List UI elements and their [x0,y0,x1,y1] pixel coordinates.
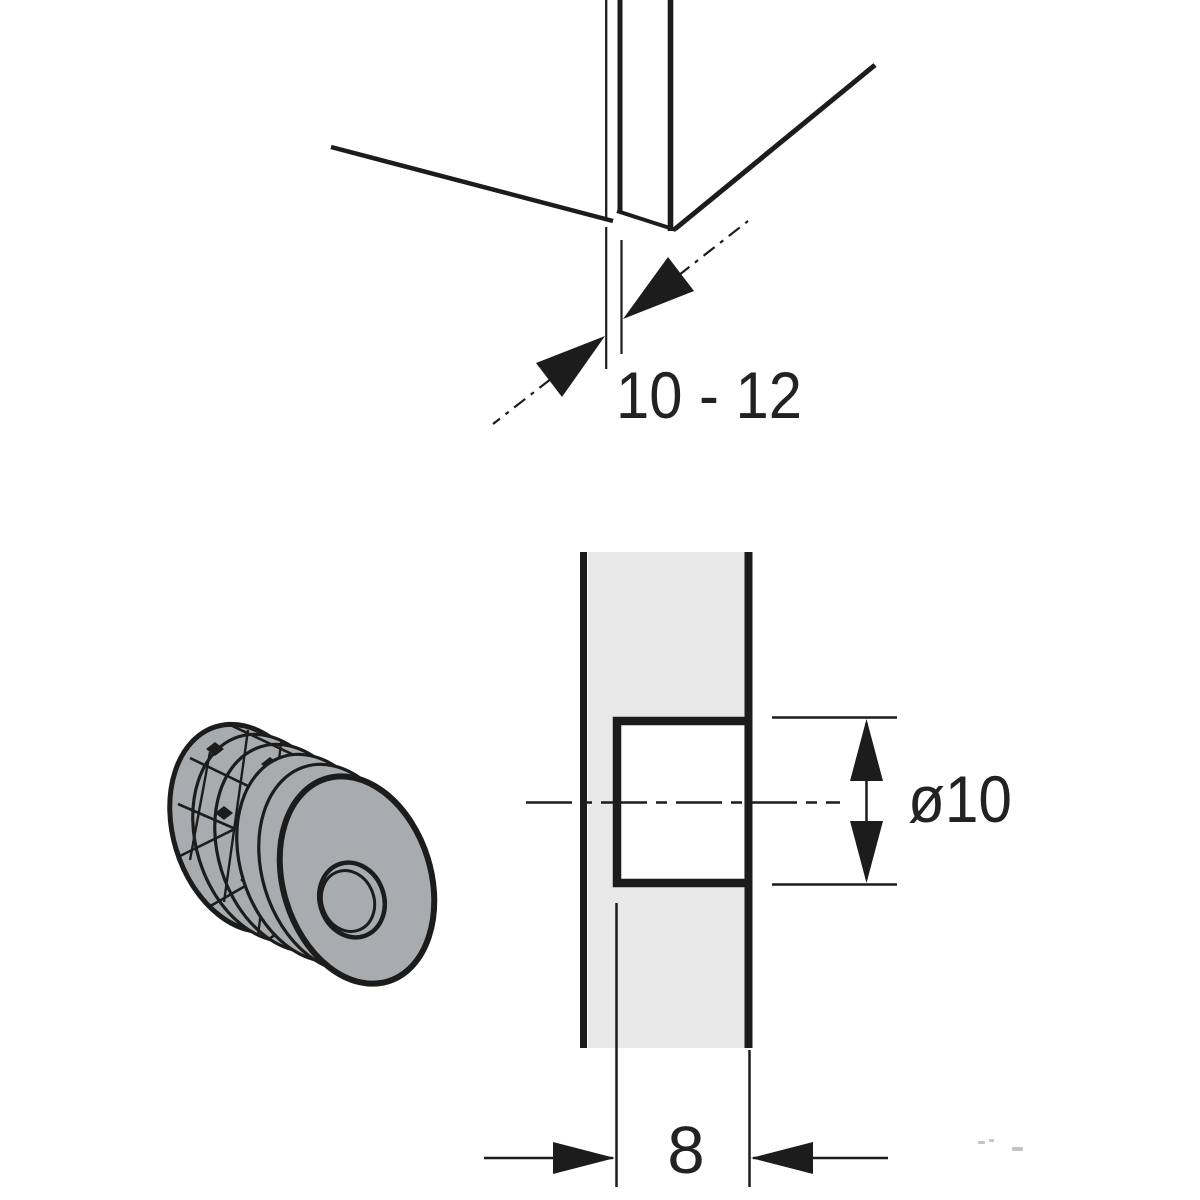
gap-dimension: 10 - 12 [492,220,802,432]
scan-specks [978,1139,1023,1151]
depth-arrowhead-right [751,1142,813,1174]
knurl-node [206,742,224,756]
speck [978,1141,985,1144]
diameter-arrowhead-up [850,719,883,781]
door-bottom-edge [616,209,677,232]
gap-arrowhead-upper [623,257,694,319]
diameter-arrowhead-down [850,821,883,883]
depth-dimension-label: 8 [667,1113,704,1188]
diameter-dimension: ø10 [772,716,1012,886]
speck [989,1139,994,1142]
knurl-line [188,751,212,861]
knurl-node [300,723,318,737]
depth-dimension: 8 [484,903,888,1188]
perspective-view: 10 - 12 [330,0,877,432]
gap-dimension-label: 10 - 12 [616,358,802,432]
grommet-bore-outer-edge [316,860,388,940]
cabinet-bottom-right-edge [673,63,877,231]
gap-arrowhead-lower [536,336,605,397]
grommet-3d-view [167,717,438,987]
knurl-node [215,806,233,820]
knurl-line [222,729,250,903]
depth-arrowhead-left [553,1142,615,1174]
cabinet-bottom-left-edge [330,144,614,224]
grommet-bore-inner-edge [319,869,377,933]
speck [1012,1147,1023,1151]
section-view: ø10 8 [484,552,1012,1188]
gap-leader-upper [627,220,749,316]
diameter-dimension-label: ø10 [908,762,1012,836]
